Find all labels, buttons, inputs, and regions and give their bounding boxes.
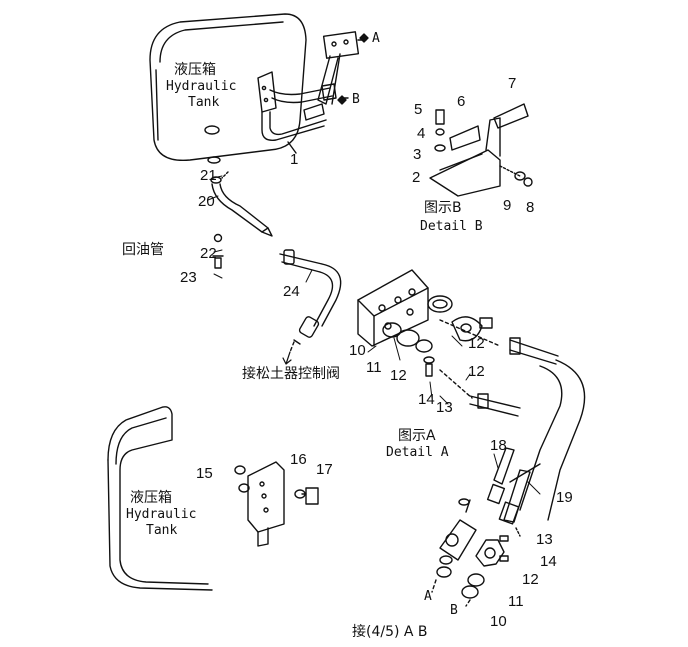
- callout-8: 8: [526, 199, 535, 216]
- callout-10: 10: [349, 342, 366, 359]
- bottom-marker-b: B: [450, 603, 458, 618]
- callout-22: 22: [200, 245, 217, 262]
- detail-a-drawing: [357, 269, 586, 521]
- callout-7: 7: [508, 75, 517, 92]
- callout-10-b: 10: [490, 613, 507, 630]
- upper-tank-label-en2: Tank: [188, 95, 220, 110]
- connect-note: 接(4/5) A B: [352, 624, 428, 640]
- callout-19: 19: [556, 489, 573, 506]
- upper-tank-label-cn: 液压箱: [174, 62, 216, 78]
- callout-12-a: 12: [390, 367, 407, 384]
- lower-fittings-drawing: [431, 447, 541, 607]
- lower-tank-label-cn: 液压箱: [130, 490, 172, 506]
- return-pipe-label: 回油管: [122, 242, 164, 258]
- lower-bracket-drawing: [234, 461, 319, 547]
- callout-14-a: 14: [418, 391, 435, 408]
- leader-lines: [207, 175, 541, 495]
- lower-tank-drawing: [107, 406, 213, 591]
- marker-a: A: [372, 31, 380, 46]
- lower-tank-label-en1: Hydraulic: [126, 507, 197, 522]
- callout-9: 9: [503, 197, 512, 214]
- callout-12-b: 12: [468, 335, 485, 352]
- callout-2: 2: [412, 169, 421, 186]
- valve-bracket-drawing: [257, 31, 367, 154]
- bottom-marker-a: A: [424, 589, 432, 604]
- callout-20: 20: [198, 193, 215, 210]
- callout-13-b: 13: [536, 531, 553, 548]
- marker-b: B: [352, 92, 360, 107]
- callout-16: 16: [290, 451, 307, 468]
- callout-6: 6: [457, 93, 466, 110]
- callout-12-d: 12: [522, 571, 539, 588]
- hose-24-drawing: [279, 249, 342, 353]
- callout-13-a: 13: [436, 399, 453, 416]
- detail-b-title-en: Detail B: [420, 219, 483, 234]
- callout-5: 5: [414, 101, 423, 118]
- lower-tank-label-en2: Tank: [146, 523, 178, 538]
- callout-4: 4: [417, 125, 426, 142]
- callout-17: 17: [316, 461, 333, 478]
- callout-21: 21: [200, 167, 217, 184]
- callout-14-b: 14: [540, 553, 557, 570]
- upper-tank-drawing: [149, 13, 307, 162]
- callout-24: 24: [283, 283, 300, 300]
- callout-11: 11: [366, 359, 382, 376]
- callout-12-c: 12: [468, 363, 485, 380]
- callout-3: 3: [413, 146, 422, 163]
- detail-b-title-cn: 图示B: [424, 200, 462, 216]
- return-pipe-drawing: [207, 156, 273, 269]
- callout-23: 23: [180, 269, 197, 286]
- callout-18: 18: [490, 437, 507, 454]
- upper-tank-label-en1: Hydraulic: [166, 79, 237, 94]
- detail-a-title-cn: 图示A: [398, 428, 436, 444]
- detail-b-drawing: [429, 103, 533, 197]
- callout-1: 1: [290, 151, 299, 168]
- to-ripper-valve-label: 接松土器控制阀: [242, 366, 340, 382]
- callout-11-b: 11: [508, 593, 524, 610]
- detail-a-title-en: Detail A: [386, 445, 449, 460]
- callout-15: 15: [196, 465, 213, 482]
